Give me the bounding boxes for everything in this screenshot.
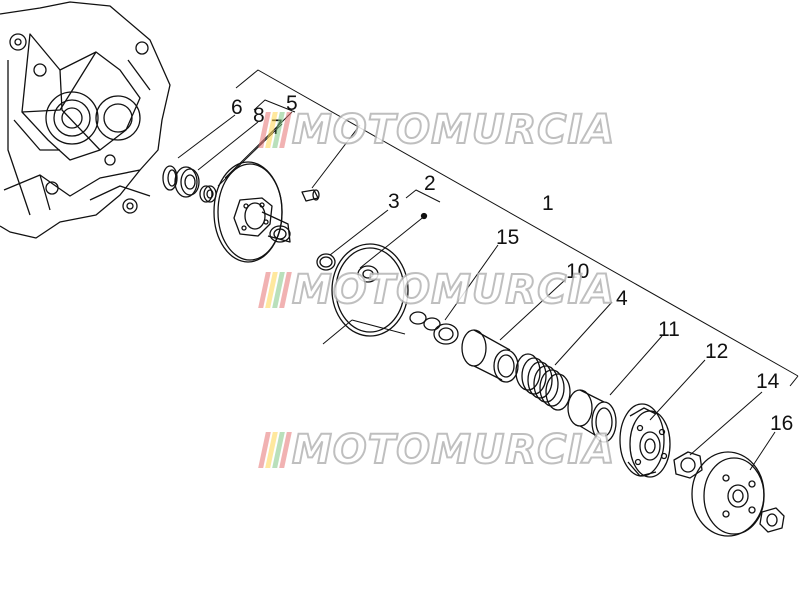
sleeve-part: [461, 329, 519, 383]
clutch-part: [619, 403, 671, 478]
group-bracket-lines: [235, 69, 799, 387]
callout-5: 5: [286, 92, 298, 115]
nut-part: [673, 451, 703, 479]
callout-4: 4: [616, 287, 628, 310]
callout-14: 14: [756, 370, 780, 393]
crankcase-housing: [0, 1, 171, 239]
callout-2: 2: [424, 172, 436, 195]
callout-12: 12: [705, 340, 728, 363]
spring-part: [515, 353, 571, 411]
end-nut-part: [759, 507, 785, 533]
washer-parts: [409, 311, 459, 345]
watermark-text: MOTOMURCIA: [291, 267, 616, 313]
watermark-stripes: [258, 112, 292, 148]
callout-11: 11: [658, 318, 680, 341]
collar-part: [567, 389, 617, 443]
bushing-part: [199, 185, 217, 203]
clutch-bell-part: [691, 451, 765, 537]
callout-3: 3: [388, 190, 400, 213]
bolt-part: [301, 189, 320, 202]
callout-16: 16: [770, 412, 793, 435]
callout-numbers: 6 8 5 7 2 3 1 15 10 4 11 12 14 16: [231, 92, 793, 435]
callout-1: 1: [542, 192, 554, 215]
watermark-logo: MOTOMURCIA: [258, 267, 616, 313]
fixed-pulley-part: [213, 161, 291, 263]
watermark-text: MOTOMURCIA: [291, 107, 616, 153]
watermark-stripes: [258, 432, 292, 468]
callout-6: 6: [231, 96, 243, 119]
watermark-text: MOTOMURCIA: [291, 427, 616, 473]
watermark-logo: MOTOMURCIA: [258, 427, 616, 473]
watermark-stripes: [258, 272, 292, 308]
ring-part: [316, 253, 336, 271]
watermark-logo: MOTOMURCIA: [258, 107, 616, 153]
drive-plate-part: [331, 212, 428, 337]
callout-10: 10: [566, 260, 589, 283]
callout-15: 15: [496, 226, 519, 249]
callout-8: 8: [253, 104, 265, 127]
bearing-part: [174, 166, 200, 198]
